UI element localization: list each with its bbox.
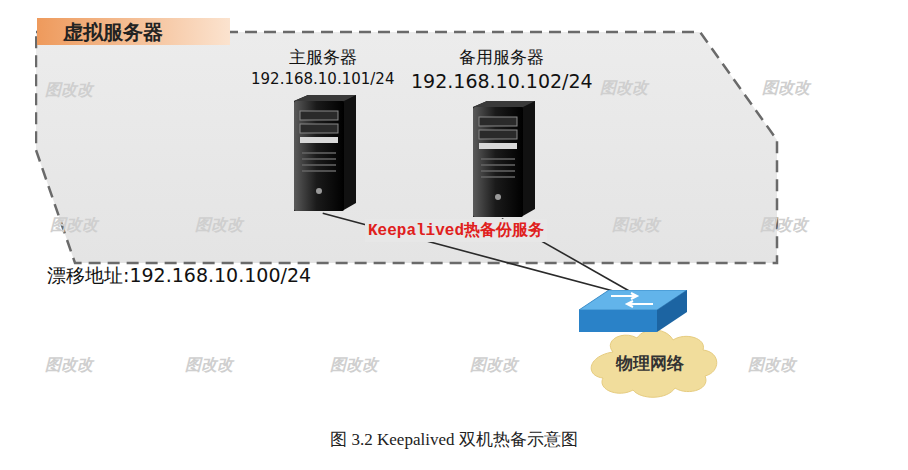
server-icon <box>286 95 360 213</box>
watermark: 图改改 <box>330 355 378 376</box>
keepalived-label: Keepalived热备份服务 <box>365 219 547 242</box>
physical-network: 物理网络 <box>575 290 725 402</box>
ip-address: 192.168.10.101/24 <box>251 69 394 89</box>
watermark: 图改改 <box>470 355 518 376</box>
ip-address: 192.168.10.102/24 <box>411 69 593 95</box>
server-node: 备用服务器192.168.10.102/24 <box>407 46 597 219</box>
region-title: 虚拟服务器 <box>63 19 163 46</box>
watermark: 图改改 <box>762 78 810 99</box>
floating-address: 漂移地址:192.168.10.100/24 <box>47 263 311 289</box>
watermark: 图改改 <box>195 215 243 236</box>
watermark: 图改改 <box>748 355 796 376</box>
server-name: 备用服务器 <box>411 46 593 69</box>
watermark: 图改改 <box>760 215 808 236</box>
watermark: 图改改 <box>45 355 93 376</box>
network-name: 物理网络 <box>575 352 725 375</box>
watermark: 图改改 <box>50 215 98 236</box>
watermark: 图改改 <box>600 78 648 99</box>
figure-caption: 图 3.2 Keepalived 双机热备示意图 <box>0 428 908 451</box>
server-node: 主服务器192.168.10.101/24 <box>247 46 398 213</box>
watermark: 图改改 <box>45 80 93 101</box>
switch-cloud-icon <box>575 290 725 402</box>
watermark: 图改改 <box>185 355 233 376</box>
server-icon <box>465 101 539 219</box>
watermark: 图改改 <box>612 215 660 236</box>
server-name: 主服务器 <box>251 46 394 69</box>
